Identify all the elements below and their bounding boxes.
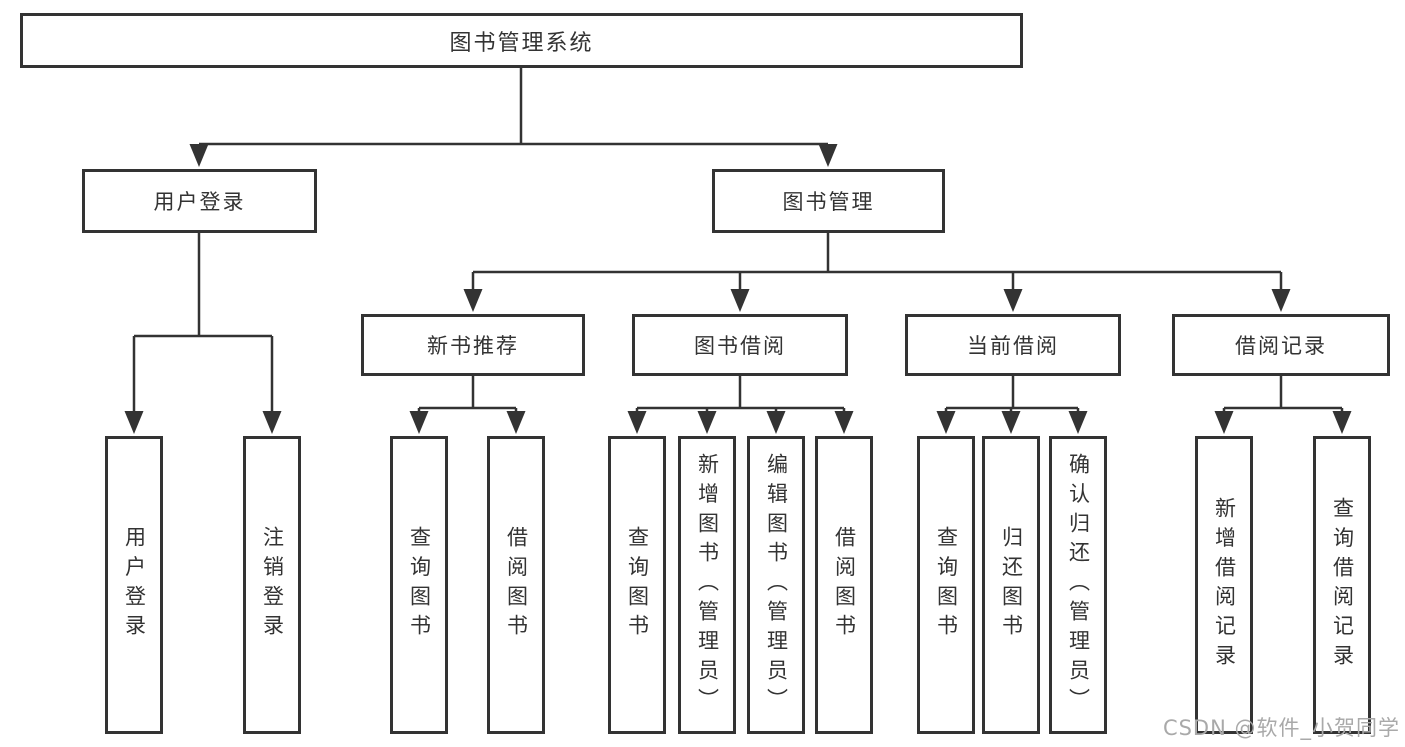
node-book-management: 图书管理: [712, 169, 945, 233]
node-user-login-label: 用户登录: [153, 190, 246, 214]
node-borrow-query-books-label: 查询图书: [625, 526, 650, 644]
node-current-borrowing: 当前借阅: [905, 314, 1121, 376]
node-rec-borrow-books-label: 借阅图书: [504, 526, 529, 644]
node-user-login: 用户登录: [82, 169, 317, 233]
node-current-query-books-leaf: 查询图书: [917, 436, 975, 734]
node-book-borrowing: 图书借阅: [632, 314, 848, 376]
node-new-book-recommend: 新书推荐: [361, 314, 585, 376]
node-current-return-books-label: 归还图书: [999, 526, 1024, 644]
node-borrow-add-books-label: 新增图书（管理员）: [695, 452, 720, 718]
node-rec-borrow-books-leaf: 借阅图书: [487, 436, 545, 734]
node-current-query-books-label: 查询图书: [934, 526, 959, 644]
node-borrow-borrow-books-label: 借阅图书: [832, 526, 857, 644]
node-borrow-edit-books-leaf: 编辑图书（管理员）: [747, 436, 805, 734]
node-rec-query-books-label: 查询图书: [407, 526, 432, 644]
node-current-confirm-return-leaf: 确认归还（管理员）: [1049, 436, 1107, 734]
node-new-book-recommend-label: 新书推荐: [427, 334, 519, 358]
node-borrow-add-books-leaf: 新增图书（管理员）: [678, 436, 736, 734]
node-book-management-label: 图书管理: [782, 190, 875, 214]
csdn-watermark: CSDN @软件_小贺同学: [1162, 716, 1400, 740]
node-logout-leaf-label: 注销登录: [260, 526, 285, 644]
node-login-leaf-label: 用户登录: [122, 526, 147, 644]
node-borrowing-records-label: 借阅记录: [1235, 334, 1327, 358]
node-borrow-query-books-leaf: 查询图书: [608, 436, 666, 734]
node-login-leaf: 用户登录: [105, 436, 163, 734]
node-root-label: 图书管理系统: [449, 30, 594, 56]
node-book-borrowing-label: 图书借阅: [694, 334, 786, 358]
node-borrow-borrow-books-leaf: 借阅图书: [815, 436, 873, 734]
node-root: 图书管理系统: [20, 13, 1023, 68]
node-current-return-books-leaf: 归还图书: [982, 436, 1040, 734]
node-borrowing-records: 借阅记录: [1172, 314, 1390, 376]
node-logout-leaf: 注销登录: [243, 436, 301, 734]
node-records-add-record-label: 新增借阅记录: [1212, 496, 1237, 674]
node-current-borrowing-label: 当前借阅: [967, 334, 1059, 358]
node-records-query-record-leaf: 查询借阅记录: [1313, 436, 1371, 734]
node-current-confirm-return-label: 确认归还（管理员）: [1066, 452, 1091, 718]
node-records-query-record-label: 查询借阅记录: [1330, 496, 1355, 674]
node-borrow-edit-books-label: 编辑图书（管理员）: [764, 452, 789, 718]
node-rec-query-books-leaf: 查询图书: [390, 436, 448, 734]
node-records-add-record-leaf: 新增借阅记录: [1195, 436, 1253, 734]
